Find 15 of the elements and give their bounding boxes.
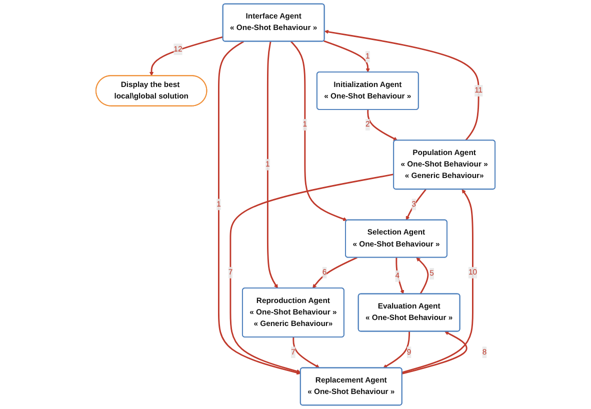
- arrow: [402, 189, 474, 374]
- arrow: [266, 41, 278, 288]
- arrow: [290, 41, 348, 221]
- arrow: [406, 188, 426, 220]
- arrow: [383, 331, 410, 368]
- arrow: [416, 257, 429, 294]
- arrow: [324, 40, 370, 72]
- arrow: [218, 40, 301, 375]
- arrow: [367, 110, 398, 141]
- arrow: [324, 30, 480, 141]
- arrow: [312, 256, 358, 288]
- arrow: [149, 36, 224, 76]
- arrow: [292, 337, 320, 368]
- arrow: [402, 331, 468, 374]
- arrow: [230, 174, 394, 374]
